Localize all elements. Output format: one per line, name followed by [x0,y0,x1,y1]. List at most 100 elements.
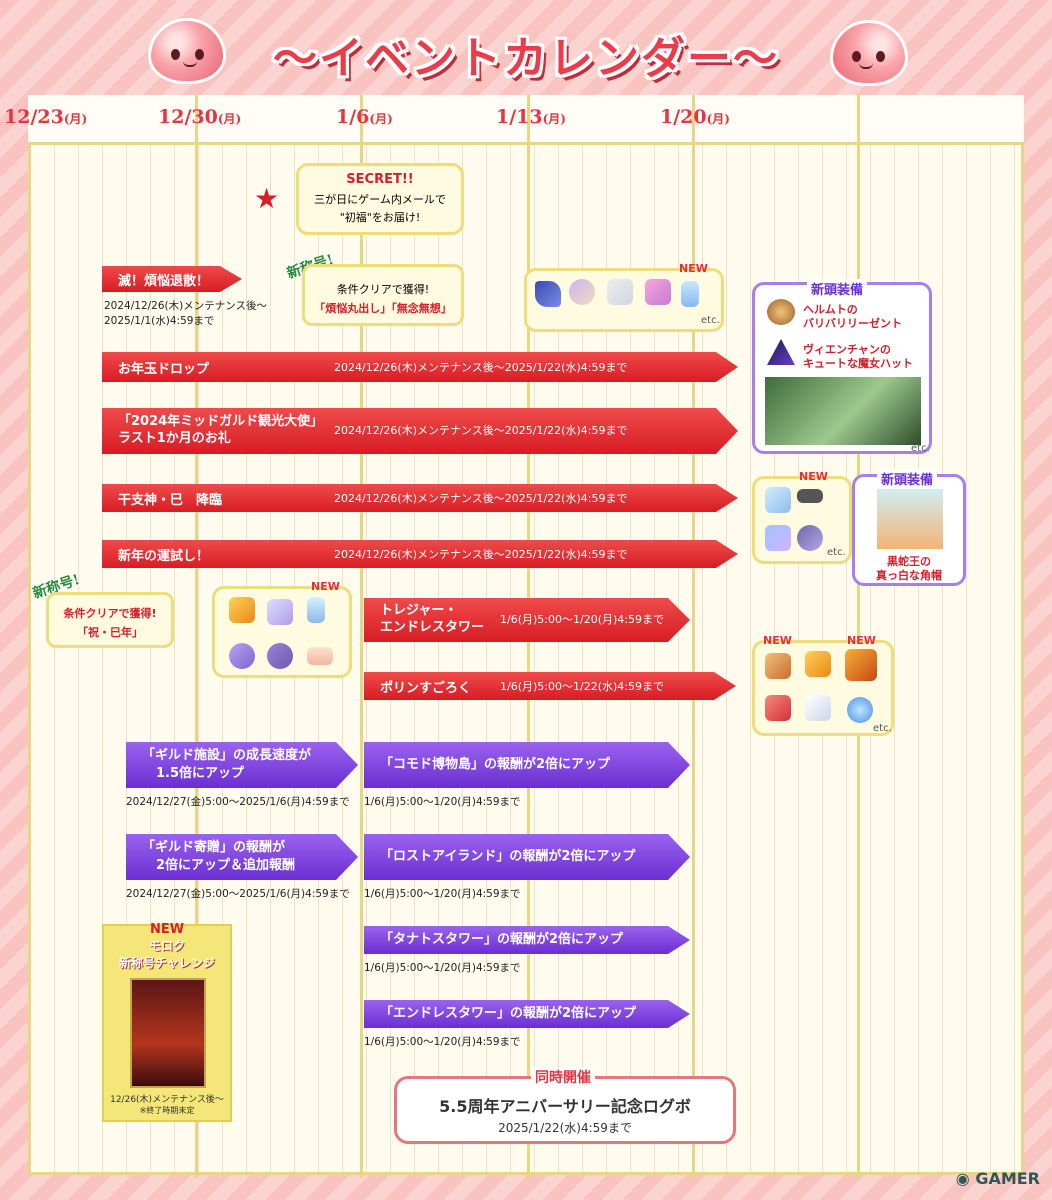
star-icon: ★ [254,182,280,215]
event-name: エンドレスタワー [380,620,485,635]
date-label: 12/30(月) [158,106,242,128]
reward-text: 「煩悩丸出し」「無念無想」 [314,302,452,315]
event-period: 1/6(月)5:00〜1/20(月)4:59まで [364,796,521,808]
headgear-name: バリバリリーゼント [803,317,902,330]
event-bar-guild-donation[interactable]: 「ギルド寄贈」の報酬が 2倍にアップ＆追加報酬 [126,834,358,880]
event-bar-lost-island[interactable]: 「ロストアイランド」の報酬が2倍にアップ [364,834,690,880]
gamer-watermark: ◉ GAMER [956,1169,1040,1188]
event-period: 1/6(月)5:00〜1/20(月)4:59まで [364,962,521,974]
week-divider [857,95,860,1178]
event-name: 「コモド博物島」の報酬が2倍にアップ [380,757,611,773]
gamer-logo-icon: ◉ [955,1169,970,1188]
item-reward-bubble: NEW [212,580,352,678]
gem-icon [229,597,255,623]
reward-text: 条件クリアで獲得! [336,283,430,296]
event-name: 滅！煩悩退散！ [118,273,210,289]
simultaneous-event-box[interactable]: 同時開催 5.5周年アニバーサリー記念ログボ 2025/1/22(水)4:59ま… [394,1067,736,1144]
event-bar-unsameshi[interactable]: 新年の運試し！ 2024/12/26(木)メンテナンス後〜2025/1/22(水… [102,540,738,568]
event-name: 「ギルド施設」の成長速度が [142,748,312,764]
simultaneous-period: 2025/1/22(水)4:59まで [498,1121,632,1135]
event-period: 1/6(月)5:00〜1/20(月)4:59まで [364,888,521,900]
stone-icon [267,643,293,669]
event-bar-endless-tower[interactable]: 「エンドレスタワー」の報酬が2倍にアップ [364,1000,690,1028]
etc-label: etc. [827,547,846,558]
card-title: 新称号チャレンジ [119,956,215,970]
helmet-icon [767,299,795,325]
event-name: 「ギルド寄贈」の報酬が [142,840,286,856]
reward-text: 「祝・巳年」 [77,626,143,639]
event-period: 2024/12/26(木)メンテナンス後〜2025/1/22(水)4:59まで [334,361,628,374]
date-label: 1/6(月) [336,106,393,128]
new-badge: NEW [311,580,340,593]
heart-icon [569,279,595,305]
headgear-preview-image [877,489,943,549]
orb-icon [847,697,873,723]
event-period: 2024/12/26(木)メンテナンス後〜2025/1/22(水)4:59まで [334,548,628,561]
date-label: 12/23(月) [4,106,88,128]
item-reward-bubble: NEW etc. [524,262,724,332]
event-period: 2024/12/26(木)メンテナンス後〜2025/1/22(水)4:59まで [334,492,628,505]
powder-icon [307,647,333,665]
scroll-icon [765,653,791,679]
secret-title: SECRET!! [346,172,414,187]
event-bar-eto[interactable]: 干支神・巳 降臨 2024/12/26(木)メンテナンス後〜2025/1/22(… [102,484,738,512]
stone-icon [797,525,823,551]
headgear-bubble: 新頭装備 黒蛇王の 真っ白な角帽 [852,469,966,586]
witch-hat-icon [767,339,795,365]
week-divider [360,95,363,1178]
secret-line: 三が日にゲーム内メールで [314,193,446,206]
watermark-text: GAMER [975,1169,1040,1188]
moroku-challenge-card[interactable]: NEW モロク 新称号チャレンジ 12/26(木)メンテナンス後〜 ※終了時期未… [102,922,232,1122]
event-period: ※終了時期未定 [139,1106,195,1115]
event-name: 2倍にアップ＆追加報酬 [156,858,296,873]
event-period: 1/6(月)5:00〜1/20(月)4:59まで [500,612,664,626]
gem-icon [805,651,831,677]
poring-mascot-right [830,20,908,86]
event-period: 1/6(月)5:00〜1/22(水)4:59まで [500,680,664,693]
headgear-name: キュートな魔女ハット [803,357,913,370]
event-name: お年玉ドロップ [118,361,210,377]
page-title: 〜イベントカレンダー〜 [273,33,779,84]
new-badge: NEW [679,262,708,275]
event-name: ポリンすごろく [380,680,472,696]
headgear-bubble: 新頭装備 ヘルムトの バリバリリーゼント ヴィエンチャンの キュートな魔女ハット… [752,279,932,454]
event-bar-thanatos-tower[interactable]: 「タナトスタワー」の報酬が2倍にアップ [364,926,690,954]
secret-bubble: SECRET!! 三が日にゲーム内メールで "初福"をお届け! [296,163,464,235]
potion-icon [681,281,699,307]
gem-icon [535,281,561,307]
card-icon [645,279,671,305]
poring-mascot-left [148,18,226,84]
potion-icon [307,597,325,623]
card-icon [845,649,877,681]
new-badge: NEW [847,634,876,647]
moroku-card-image [130,978,206,1088]
crystal-icon [805,695,831,721]
headgear-name: 黒蛇王の [887,555,931,568]
new-badge: NEW [799,470,828,483]
headgear-title: 新頭装備 [807,279,868,298]
event-bar-otoshidama[interactable]: お年玉ドロップ 2024/12/26(木)メンテナンス後〜2025/1/22(水… [102,352,738,382]
event-name: 「ロストアイランド」の報酬が2倍にアップ [380,849,636,865]
title-reward-bubble: 条件クリアで獲得! 「祝・巳年」 [46,592,174,648]
event-name: ラスト1か月のお礼 [118,431,231,446]
event-name: 「2024年ミッドガルド観光大使」 [118,414,324,430]
event-bar-ambassador[interactable]: 「2024年ミッドガルド観光大使」 ラスト1か月のお礼 2024/12/26(木… [102,408,738,454]
headgear-title: 新頭装備 [877,469,938,488]
scroll-icon [607,279,633,305]
simultaneous-title: 5.5周年アニバーサリー記念ログボ [439,1097,691,1116]
etc-label: etc. [911,443,930,454]
new-badge: NEW [149,922,185,937]
event-name: 「タナトスタワー」の報酬が2倍にアップ [380,932,624,948]
crystal-icon [765,525,791,551]
event-bar-comodo[interactable]: 「コモド博物島」の報酬が2倍にアップ [364,742,690,788]
event-bar-guild-facility[interactable]: 「ギルド施設」の成長速度が 1.5倍にアップ [126,742,358,788]
event-bar-poring-sugoroku[interactable]: ポリンすごろく 1/6(月)5:00〜1/22(水)4:59まで [364,672,736,700]
stone-icon [229,643,255,669]
title-reward-bubble: 条件クリアで獲得! 「煩悩丸出し」「無念無想」 [302,264,464,326]
new-badge: NEW [763,634,792,647]
event-period: 2024/12/26(木)メンテナンス後〜 [104,300,268,312]
date-label: 1/20(月) [660,106,730,128]
event-bar-treasure-tower[interactable]: トレジャー・ エンドレスタワー 1/6(月)5:00〜1/20(月)4:59まで [364,598,690,642]
crystal-icon [765,487,791,513]
event-bar-metsu[interactable]: 滅！煩悩退散！ [102,266,242,292]
